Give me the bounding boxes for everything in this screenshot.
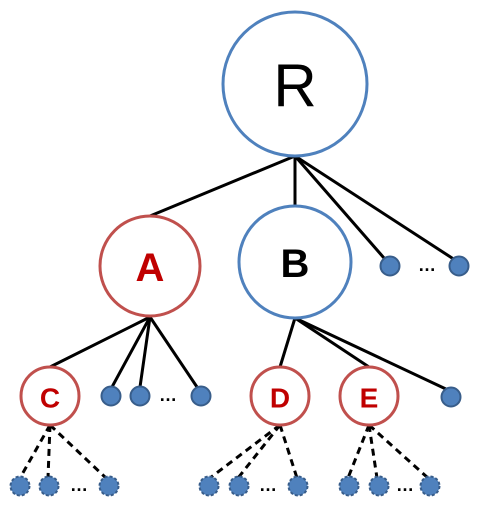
edge-e-leaf2 xyxy=(367,424,379,479)
edge-b-leaf xyxy=(293,316,450,392)
edge-a-c xyxy=(48,315,152,369)
edge-r-leaf1 xyxy=(293,154,386,260)
leaf-node xyxy=(100,385,122,407)
edges-dashed xyxy=(18,423,430,480)
leaf-node-dashed xyxy=(419,475,441,497)
node-d-label: D xyxy=(270,383,290,414)
node-a: A xyxy=(98,214,202,318)
ellipsis-root: … xyxy=(418,255,436,275)
leaf-node xyxy=(129,385,151,407)
leaf-node xyxy=(440,386,462,408)
node-e-label: E xyxy=(360,383,379,414)
edge-d-leaf3 xyxy=(278,424,299,479)
edge-e-leaf1 xyxy=(346,424,371,479)
leaves-d: … xyxy=(198,475,309,497)
node-b: B xyxy=(237,204,353,320)
leaf-node-dashed xyxy=(368,475,390,497)
leaf-node-dashed xyxy=(198,475,220,497)
leaves-e: … xyxy=(338,475,441,497)
leaves-a: … xyxy=(100,385,212,407)
node-c-circle xyxy=(19,365,81,427)
leaf-node-dashed xyxy=(9,475,31,497)
ellipsis-d: … xyxy=(259,475,277,495)
leaf-node xyxy=(448,255,470,277)
edge-c-leaf1 xyxy=(18,424,52,479)
edge-a-leaf1 xyxy=(110,315,152,389)
node-a-label: A xyxy=(136,246,165,290)
edge-e-leaf3 xyxy=(367,423,430,480)
node-e: E xyxy=(338,365,400,427)
node-d: D xyxy=(249,365,311,427)
node-b-label: B xyxy=(281,242,310,286)
edge-c-leaf3 xyxy=(48,423,108,480)
node-r: R xyxy=(221,10,369,158)
leaves-c: … xyxy=(9,475,120,497)
edge-a-leaf3 xyxy=(148,315,199,389)
leaf-node-dashed xyxy=(38,475,60,497)
edge-a-leaf2 xyxy=(138,315,152,389)
ellipsis-e: … xyxy=(396,475,414,495)
node-c-label: C xyxy=(40,383,60,414)
node-c: C xyxy=(19,365,81,427)
leaf-node-dashed xyxy=(338,475,360,497)
leaf-node xyxy=(379,255,401,277)
node-b-circle xyxy=(237,204,353,320)
node-r-label: R xyxy=(273,53,316,120)
node-r-circle xyxy=(221,10,369,158)
edges-root xyxy=(148,154,454,260)
edges-a xyxy=(48,315,199,389)
edge-r-leaf2 xyxy=(293,154,454,260)
edge-d-leaf2 xyxy=(236,424,282,479)
node-e-circle xyxy=(338,365,400,427)
ellipsis-a: … xyxy=(159,385,177,405)
ellipsis-c: … xyxy=(70,475,88,495)
edge-d-leaf1 xyxy=(209,423,281,480)
edge-b-e xyxy=(293,316,371,369)
leaf-node-dashed xyxy=(287,475,309,497)
leaf-node-dashed xyxy=(98,475,120,497)
leaves-b xyxy=(440,386,462,408)
edges-b xyxy=(278,316,450,392)
leaf-node xyxy=(190,385,212,407)
edge-r-a xyxy=(148,154,297,218)
edge-c-leaf2 xyxy=(46,424,52,479)
node-a-circle xyxy=(98,214,202,318)
leaf-node-dashed xyxy=(228,475,250,497)
edge-b-d xyxy=(278,316,297,369)
leaves-root: … xyxy=(379,255,470,277)
node-d-circle xyxy=(249,365,311,427)
